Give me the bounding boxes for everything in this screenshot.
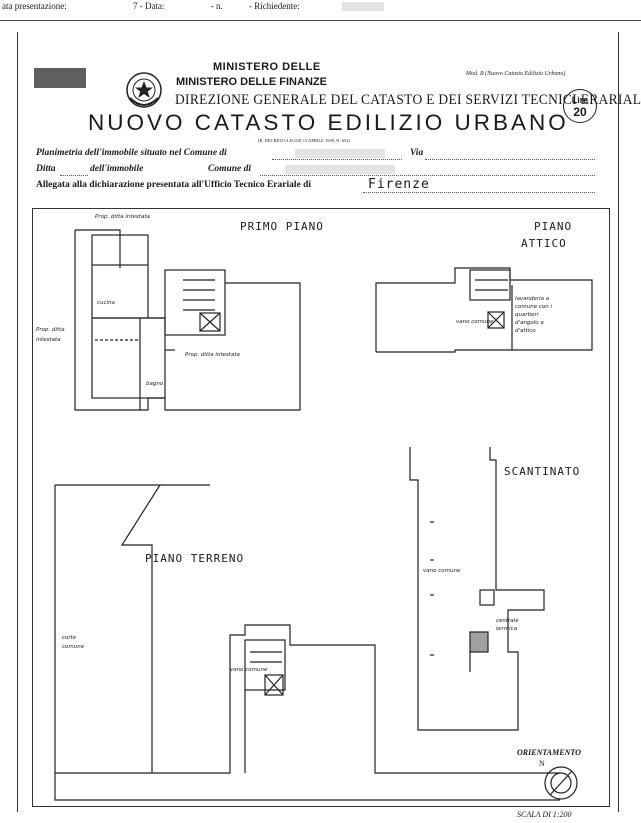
via-field-line <box>425 159 595 160</box>
via-label: Via <box>410 148 424 158</box>
label-centrale-2: termica <box>496 626 518 632</box>
label-prop-left-2: intestata <box>36 337 61 343</box>
header-line: ata presentazione: 7 - Data: - n. - Rich… <box>2 1 304 11</box>
redacted-ditta <box>285 165 395 174</box>
label-lavanderia-5: d'attico <box>515 328 536 334</box>
label-centrale-1: centrale <box>496 618 519 624</box>
plan-drawing-frame <box>32 208 610 807</box>
label-corte-2: comune <box>62 644 85 650</box>
label-cucina: cucina <box>97 300 115 306</box>
stamp-value: 20 <box>573 105 587 119</box>
label-vano-comune-scantinato: vano comune <box>423 568 461 574</box>
label-bagno: bagno <box>146 381 164 387</box>
label-piano-attico-1: PIANO <box>534 220 573 233</box>
italy-emblem-icon <box>126 72 162 108</box>
redacted-applicant <box>342 2 384 11</box>
label-lavanderia-4: d'angolo a <box>515 320 544 326</box>
model-label: Mod. B (Nuovo Catasto Edilizio Urbano) <box>466 71 566 77</box>
label-piano-terreno: PIANO TERRENO <box>145 552 245 565</box>
redacted-block <box>34 68 86 88</box>
redacted-comune <box>295 149 385 158</box>
label-lavanderia-2: comune con i <box>515 304 553 310</box>
number-label: - n. <box>210 1 223 11</box>
ditta-label: Ditta <box>36 164 56 174</box>
ufficio-field-line <box>363 192 595 193</box>
planimetria-label: Planimetria dell'immobile situato nel Co… <box>36 148 227 158</box>
ministry-line1: MINISTERO DELLE <box>213 61 321 73</box>
applicant-label: - Richiedente: <box>248 1 300 11</box>
label-lavanderia-3: quartieri <box>515 312 539 318</box>
decreto-note: (R. DECRETO-LEGGE 13 APRILE 1939, N. 652… <box>258 138 351 143</box>
label-prop-left-1: Prop. ditta <box>36 327 65 333</box>
ditta-comune-line <box>260 175 595 176</box>
lire-stamp: Lire 20 <box>563 89 597 123</box>
orientation-label: ORIENTAMENTO <box>517 748 581 757</box>
direzione-title: DIREZIONE GENERALE DEL CATASTO E DEI SER… <box>175 91 641 108</box>
sheet-frame <box>17 32 619 812</box>
label-piano-attico-2: ATTICO <box>521 237 567 250</box>
stamp-lire: Lire <box>571 95 589 105</box>
label-vano-comune-attico: vano comune <box>456 319 494 325</box>
label-vano-comune-terreno: vano comune <box>230 667 268 673</box>
label-primo-piano: PRIMO PIANO <box>240 220 324 233</box>
label-corte-1: corte <box>62 635 77 641</box>
allegata-label: Allegata alla dichiarazione presentata a… <box>36 180 312 190</box>
date-label: 7 - Data: <box>132 1 165 11</box>
ditta-mid-label: dell'immobile <box>90 164 144 174</box>
comune-label: Comune di <box>208 164 252 174</box>
label-lavanderia-1: lavanderia a <box>515 296 550 302</box>
scale-label: SCALA DI 1:200 <box>517 810 572 819</box>
ditta-field-line <box>60 175 88 176</box>
comune-field-line <box>272 159 402 160</box>
presentation-label: ata presentazione: <box>2 1 67 11</box>
ufficio-value: Firenze <box>368 177 430 192</box>
north-label: N <box>539 759 545 768</box>
label-scantinato: SCANTINATO <box>504 465 581 478</box>
label-prop-center: Prop. ditta intestata <box>185 352 240 358</box>
main-title: NUOVO CATASTO EDILIZIO URBANO <box>88 110 569 135</box>
label-prop-top: Prop. ditta intestata <box>95 214 150 220</box>
top-rule <box>0 20 641 21</box>
ministry-line2: MINISTERO DELLE FINANZE <box>176 76 327 88</box>
